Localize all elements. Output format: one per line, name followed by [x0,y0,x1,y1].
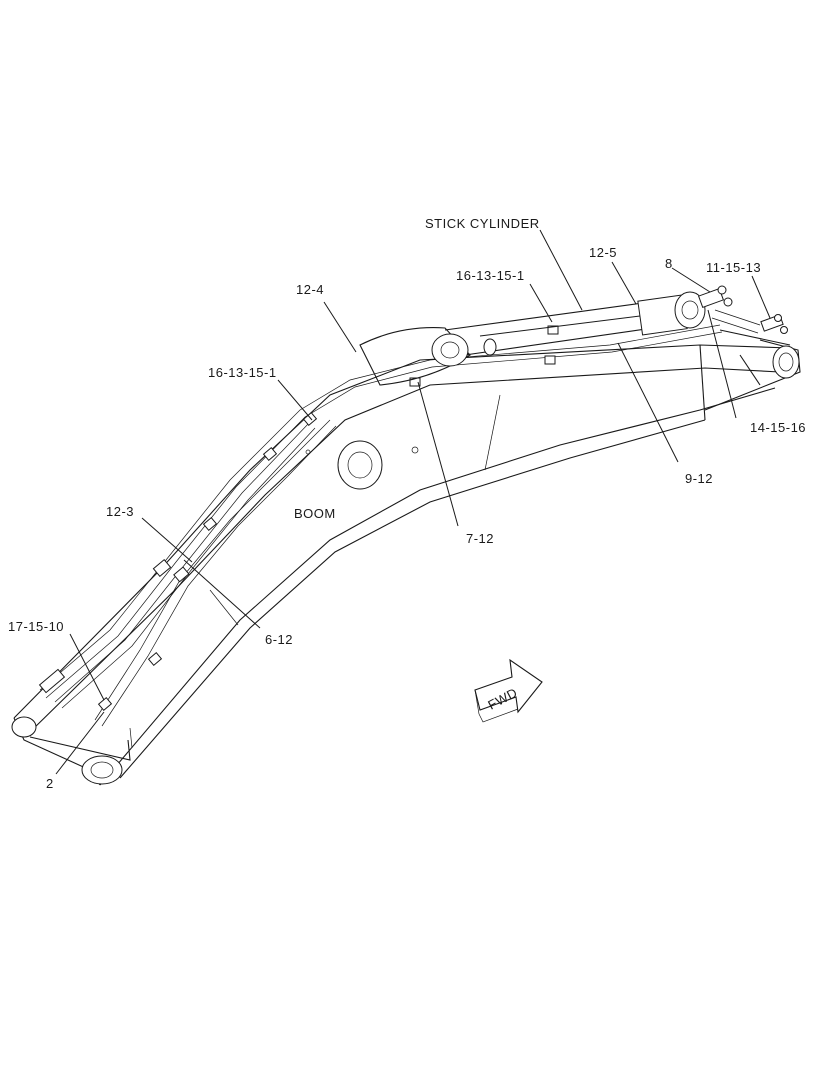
callout-6-12: 6-12 [265,632,293,647]
callout-2: 2 [46,776,54,791]
hose-clamp [302,412,318,426]
hydraulic-lines [38,324,723,727]
cylinder-head-pin [431,333,469,367]
front-fittings [697,285,788,334]
hose-clamp [544,355,556,365]
fwd-label: FWD [485,685,520,713]
fwd-arrow: FWD [474,658,543,723]
hose-clamp [152,558,172,578]
callout-11-15-13: 11-15-13 [706,260,761,275]
leader-lines [55,229,771,775]
boom-foot-pin-left [11,716,37,738]
callout-12-4: 12-4 [296,282,324,297]
hose-clamp [173,566,190,583]
hose-clamp [202,517,218,531]
stick-cylinder-label: STICK CYLINDER [425,216,540,231]
boom-foot-pin [81,755,123,785]
callout-16-13-15-1-top: 16-13-15-1 [456,268,525,283]
boom-label: BOOM [294,506,336,521]
hose-clamp [262,447,278,461]
callouts: STICK CYLINDER BOOM 12-5 8 11-15-13 16-1… [8,216,806,791]
callout-14-15-16: 14-15-16 [750,420,806,435]
callout-9-12: 9-12 [685,471,713,486]
boom-body [11,329,801,786]
hose-clamp [409,377,421,387]
hose-clamp [38,668,66,694]
hose-clamp [97,697,113,711]
boom-center-boss [337,440,383,490]
callout-12-5: 12-5 [589,245,617,260]
cylinder-rod-end [674,291,706,329]
stick-cylinder [359,291,706,386]
callout-17-15-10: 17-15-10 [8,619,64,634]
callout-7-12: 7-12 [466,531,494,546]
callout-12-3: 12-3 [106,504,134,519]
callout-8: 8 [665,256,673,271]
boom-nose-pin [772,345,800,379]
hose-clamp [547,325,559,335]
callout-16-13-15-1-left: 16-13-15-1 [208,365,277,380]
hose-clamp [147,652,163,666]
